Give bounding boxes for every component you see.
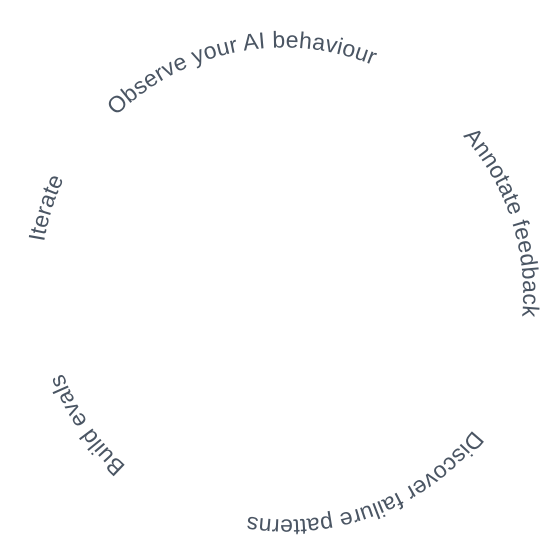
step-iterate-text: Iterate bbox=[23, 170, 68, 243]
step-observe-label: Observe your AI behaviour bbox=[102, 26, 381, 119]
step-build-label: Build evals bbox=[43, 371, 129, 481]
step-build-text: Build evals bbox=[43, 371, 129, 481]
step-iterate-label: Iterate bbox=[23, 170, 68, 243]
step-annotate-text: Annotate feedback bbox=[459, 122, 544, 318]
step-observe-text: Observe your AI behaviour bbox=[102, 26, 381, 119]
step-discover-label: Discover failure patterns bbox=[244, 427, 489, 541]
step-discover-text: Discover failure patterns bbox=[244, 427, 488, 541]
step-annotate-label: Annotate feedback bbox=[459, 122, 544, 318]
